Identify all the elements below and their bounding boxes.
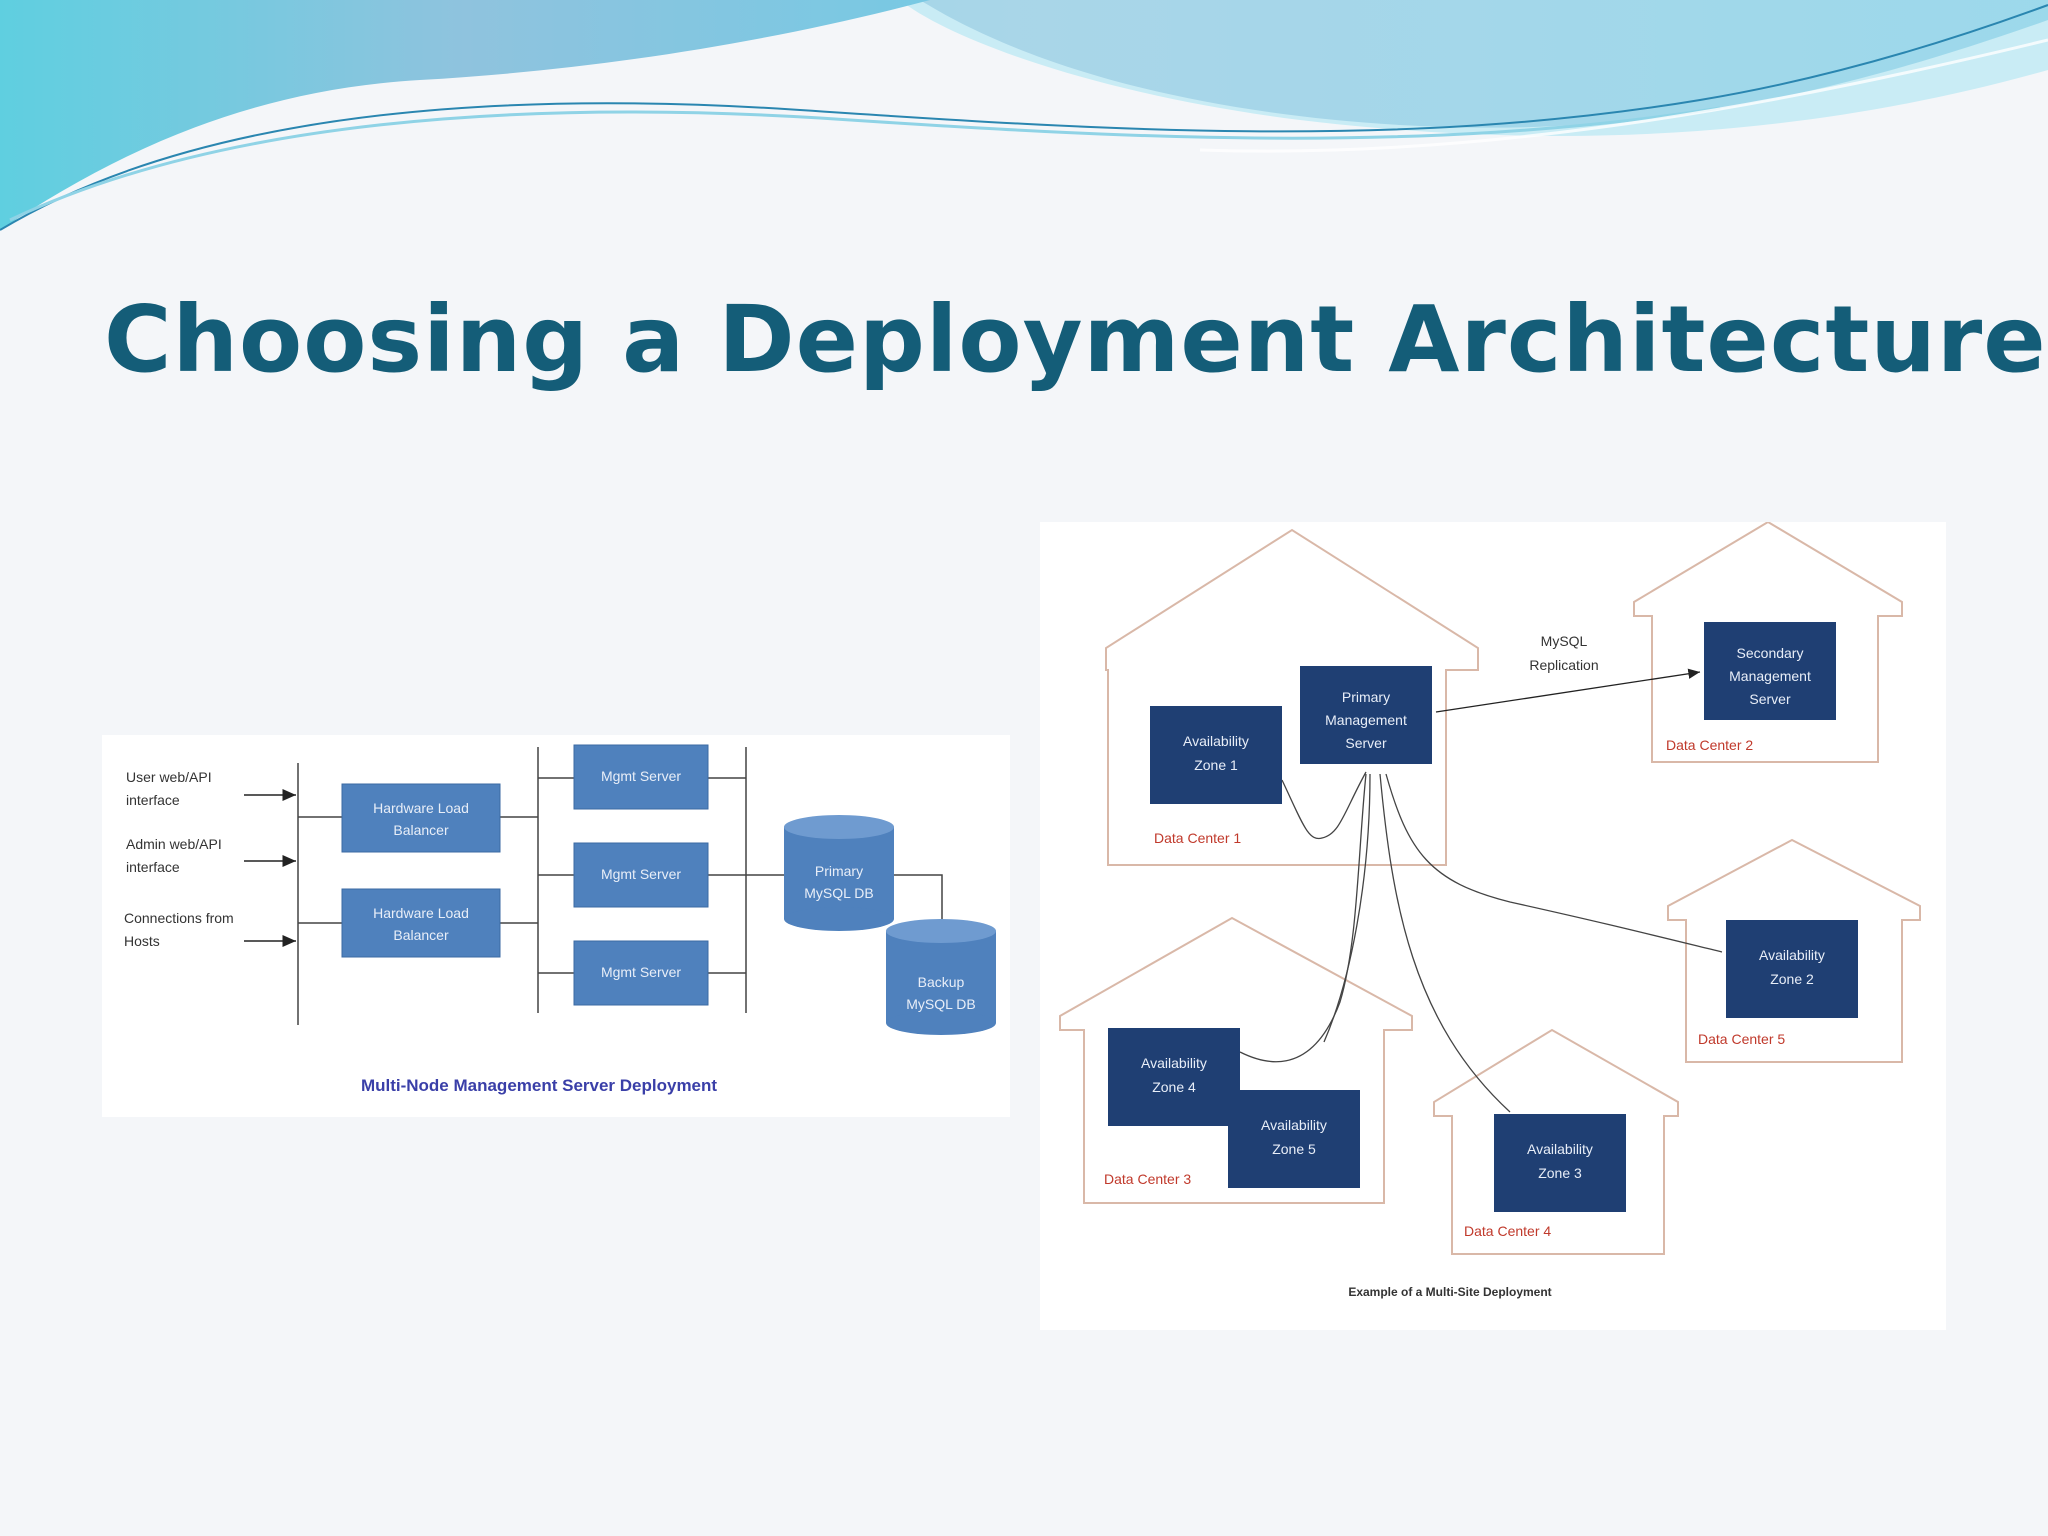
box-label: Availability <box>1183 733 1249 749</box>
availability-zone-5: Availability Zone 5 <box>1228 1090 1360 1188</box>
box-label: Primary <box>815 863 863 879</box>
load-balancer-1: Hardware Load Balancer <box>341 783 501 853</box>
availability-zone-4: Availability Zone 4 <box>1108 1028 1240 1126</box>
data-center-label: Data Center 4 <box>1464 1223 1551 1239</box>
input-label-line: Connections from <box>124 910 234 926</box>
replication-label: MySQL <box>1541 633 1588 649</box>
box-label: Balancer <box>393 822 449 838</box>
box-label: Balancer <box>393 927 449 943</box>
house-data-center-5 <box>1667 838 1921 1063</box>
diagram-caption: Example of a Multi-Site Deployment <box>1348 1285 1551 1299</box>
house-data-center-4 <box>1433 1028 1679 1255</box>
availability-zone-3: Availability Zone 3 <box>1494 1114 1626 1212</box>
box-label: MySQL DB <box>906 996 976 1012</box>
slide-title: Choosing a Deployment Architecture <box>104 286 2047 393</box>
box-label: Secondary <box>1737 645 1804 661</box>
house-data-center-3 <box>1059 916 1413 1204</box>
mgmt-server-3: Mgmt Server <box>573 940 709 1006</box>
box-label: Availability <box>1759 947 1825 963</box>
box-label: Primary <box>1342 689 1390 705</box>
box-label: Hardware Load <box>373 905 469 921</box>
header-wave-decoration <box>0 0 2048 231</box>
input-label-line: interface <box>126 792 180 808</box>
backup-mysql-db: Backup MySQL DB <box>886 919 996 1035</box>
box-label: Server <box>1345 735 1387 751</box>
data-center-label: Data Center 1 <box>1154 830 1241 846</box>
box-label: Management <box>1325 712 1407 728</box>
box-label: Management <box>1729 668 1811 684</box>
box-label: Availability <box>1527 1141 1593 1157</box>
box-label: Mgmt Server <box>601 964 681 980</box>
data-center-label: Data Center 2 <box>1666 737 1753 753</box>
load-balancer-2: Hardware Load Balancer <box>341 888 501 958</box>
box-label: Mgmt Server <box>601 768 681 784</box>
input-host-connections: Connections from Hosts <box>124 910 234 949</box>
input-label-line: User web/API <box>126 769 212 785</box>
input-label-line: interface <box>126 859 180 875</box>
connection-lines <box>1239 771 1723 1113</box>
box-label: Availability <box>1141 1055 1207 1071</box>
box-label: Zone 5 <box>1272 1141 1316 1157</box>
box-label: Zone 4 <box>1152 1079 1196 1095</box>
box-label: Zone 1 <box>1194 757 1238 773</box>
box-label: Backup <box>918 974 965 990</box>
box-label: Zone 2 <box>1770 971 1814 987</box>
data-center-label: Data Center 3 <box>1104 1171 1191 1187</box>
box-label: Hardware Load <box>373 800 469 816</box>
house-data-center-2 <box>1633 520 1903 763</box>
secondary-management-server: Secondary Management Server <box>1704 622 1836 720</box>
primary-mysql-db: Primary MySQL DB <box>784 815 894 931</box>
input-label-line: Hosts <box>124 933 160 949</box>
diagram-caption: Multi-Node Management Server Deployment <box>361 1076 717 1095</box>
primary-management-server: Primary Management Server <box>1300 666 1432 764</box>
replication-arrow <box>1435 668 1701 713</box>
box-label: MySQL DB <box>804 885 874 901</box>
availability-zone-2: Availability Zone 2 <box>1726 920 1858 1018</box>
box-label: Zone 3 <box>1538 1165 1582 1181</box>
input-label-line: Admin web/API <box>126 836 222 852</box>
input-admin-api: Admin web/API interface <box>126 836 222 875</box>
replication-label: Replication <box>1529 657 1598 673</box>
multi-node-diagram: User web/API interface Admin web/API int… <box>102 735 1010 1117</box>
data-center-label: Data Center 5 <box>1698 1031 1785 1047</box>
box-label: Mgmt Server <box>601 866 681 882</box>
mgmt-server-1: Mgmt Server <box>573 744 709 810</box>
box-label: Server <box>1749 691 1791 707</box>
box-label: Availability <box>1261 1117 1327 1133</box>
mgmt-server-2: Mgmt Server <box>573 842 709 908</box>
house-data-center-1 <box>1105 528 1479 866</box>
input-user-api: User web/API interface <box>126 769 212 808</box>
availability-zone-1: Availability Zone 1 <box>1150 706 1282 804</box>
multi-site-diagram: MySQL Replication Primary Management Ser… <box>1040 520 1946 1330</box>
